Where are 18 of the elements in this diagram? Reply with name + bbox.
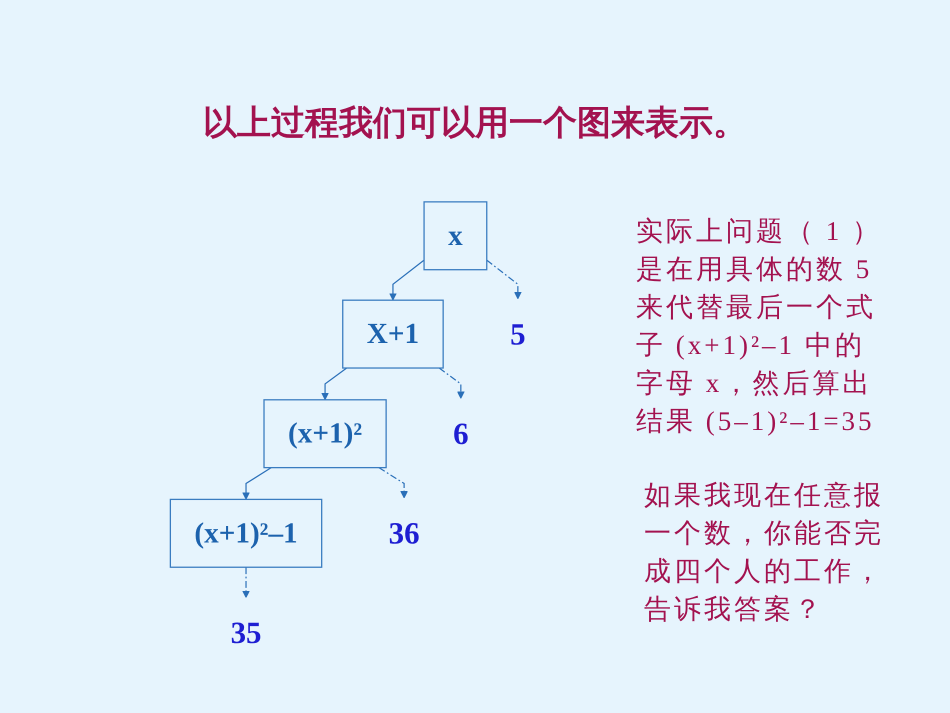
dashed-arrow	[242, 567, 250, 598]
value-text: 6	[453, 416, 469, 451]
dashed-arrow	[486, 260, 522, 300]
note-text: 实际上问题（ 1 ）是在用具体的数 5来代替最后一个式子 (x+1)²–1 中的字母 x，然后算出结果 (5–1)²–1=35	[636, 215, 883, 438]
dashed-arrow	[438, 368, 465, 399]
arrow	[389, 260, 424, 301]
title: 以上过程我们可以用一个图来表示。	[202, 104, 748, 144]
value-text: 36	[388, 516, 420, 550]
process-box: x	[423, 201, 488, 270]
value-text: 35	[230, 616, 262, 650]
process-box: (x+1)²–1	[170, 498, 322, 568]
arrow	[242, 467, 272, 500]
value-text: 5	[510, 316, 526, 352]
process-box: (x+1)²	[263, 399, 387, 468]
note-text: 如果我现在任意报一个数，你能否完成四个人的工作，告诉我答案？	[644, 479, 885, 626]
process-box: X+1	[342, 300, 444, 369]
arrow	[321, 368, 348, 400]
dashed-arrow	[378, 467, 408, 498]
